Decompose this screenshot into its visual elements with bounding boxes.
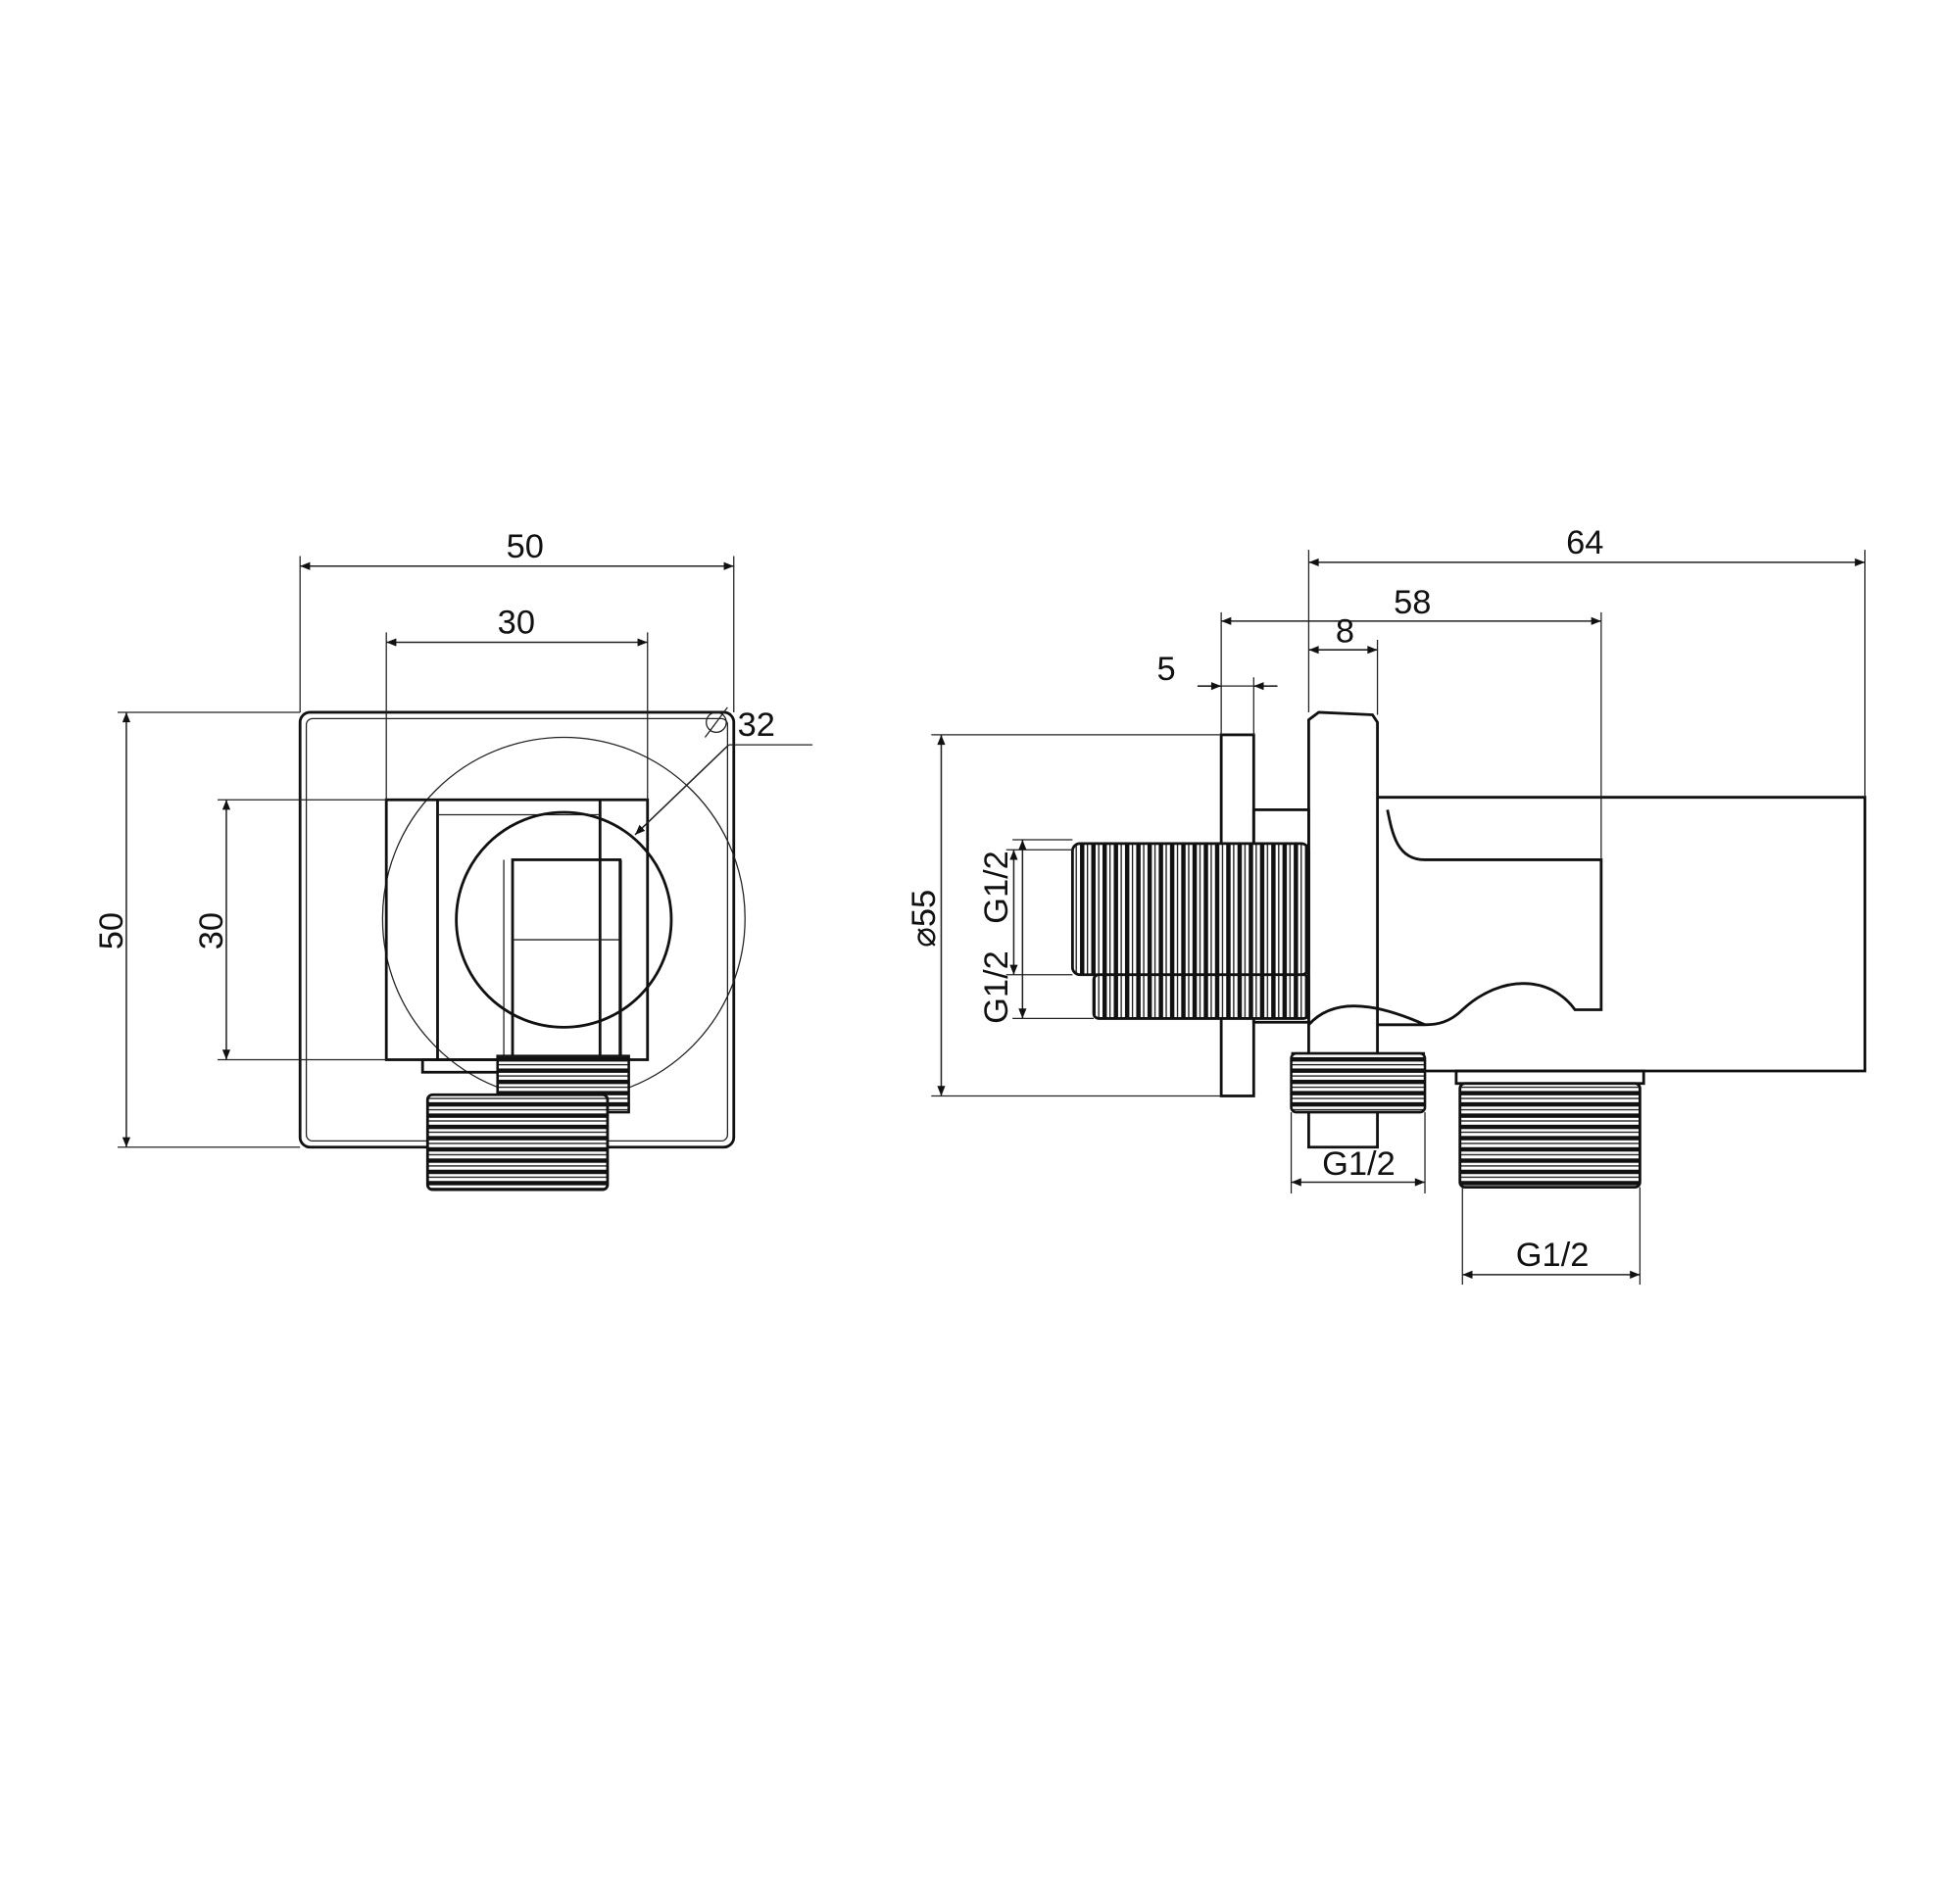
dim-flange-thickness: 8 <box>1336 613 1354 651</box>
body-square <box>384 798 650 1061</box>
dim-plate-thickness: 5 <box>1156 651 1175 688</box>
dim-height-inner: 30 <box>193 912 230 949</box>
dim-inlet-thread: G1/2 <box>978 851 1015 924</box>
front-view: 50 30 50 30 32 <box>93 528 813 1192</box>
inlet-thread-front <box>1070 842 1310 977</box>
body-holder-curve <box>1307 1004 1426 1027</box>
dim-width-inner: 30 <box>498 605 535 642</box>
lower-thread <box>425 1093 610 1192</box>
dim-total-length: 64 <box>1566 524 1603 561</box>
inlet-thread-back <box>1092 973 1310 1020</box>
dim-height-outer: 50 <box>93 912 130 949</box>
diameter-symbol-icon <box>704 706 728 738</box>
diameter-leader <box>634 744 730 836</box>
dim-body-length: 58 <box>1394 584 1431 621</box>
dim-diameter-32: 32 <box>738 706 775 744</box>
dim-width-outer: 50 <box>507 528 544 565</box>
dim-lower-thread-left: G1/2 <box>1322 1145 1396 1183</box>
lower-thread-left <box>1290 1051 1427 1114</box>
dim-plate-diameter: ⌀55 <box>906 890 943 948</box>
body-profile <box>1377 796 1867 1073</box>
outlet-block <box>511 858 622 1061</box>
flange-profile <box>1307 710 1379 1149</box>
body-holder-curve <box>1377 809 1603 1027</box>
inner-circle <box>455 810 673 1029</box>
outlet-collar <box>1454 1069 1645 1086</box>
dim-outlet-thread: G1/2 <box>1516 1237 1590 1274</box>
side-view: 64 58 8 5 ⌀55 G1/2 G1/2 G1/2 G1/2 <box>906 524 1867 1286</box>
dim-inlet-thread-overlap: G1/2 <box>978 950 1015 1024</box>
outlet-thread <box>1458 1082 1642 1189</box>
